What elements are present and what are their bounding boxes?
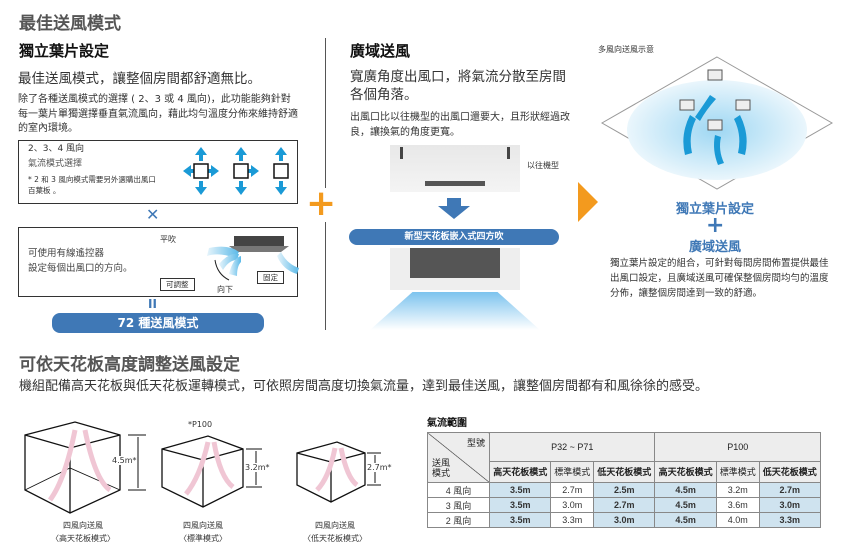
cell: 3.3m — [550, 512, 595, 528]
multi-direction-room-illustration — [600, 56, 834, 190]
page-title: 最佳送風模式 — [19, 14, 121, 34]
group-header: P100 — [654, 432, 821, 462]
pattern-note: * 2 和 3 風向模式需要另外選購出風口百葉板 。 — [28, 175, 156, 195]
cell: 4.5m — [654, 497, 717, 513]
old-model-label: 以往機型 — [527, 161, 559, 170]
multiply-icon: ✕ — [146, 205, 160, 224]
72-modes-banner: 72 種送風模式 — [52, 313, 264, 333]
combo-feature-1: 獨立葉片設定 — [675, 202, 754, 217]
cassette-unit-illustration — [207, 236, 299, 281]
cube-high-ceiling: 4.5m* 四風向送風 〈高天花板模式〉 — [20, 420, 160, 545]
illustration-caption: 多風向送風示意 — [598, 45, 654, 54]
p100-note: *P100 — [188, 420, 213, 429]
new-model-photo — [370, 248, 540, 330]
cube-label-2: 〈低天花板模式〉 — [303, 534, 367, 543]
cell: 3.3m — [758, 512, 822, 528]
table-row: 4 風向 3.5m 2.7m 2.5m 4.5m 3.2m 2.7m — [427, 482, 822, 498]
cell: 3.0m — [593, 512, 656, 528]
remote-text-2: 設定每個出風口的方向。 — [28, 263, 133, 274]
cell: 3.0m — [758, 497, 822, 513]
airflow-range-table: 型號 送風模式 P32 ~ P71 P100 高天花板模式 標準模式 低天花板模… — [427, 432, 822, 528]
wide-lead: 寬廣角度出風口，將氣流分散至房間各個角落。 — [350, 69, 566, 103]
section-heading-wide: 廣域送風 — [350, 42, 411, 60]
old-model-photo — [390, 145, 520, 192]
cell: 4.0m — [715, 512, 760, 528]
cube-label-2: 〈高天花板模式〉 — [51, 534, 115, 543]
cell: 3.0m — [550, 497, 595, 513]
corner-model-label: 型號 — [466, 438, 485, 448]
mode-header: 高天花板模式 — [488, 460, 552, 484]
mode-header: 低天花板模式 — [593, 460, 656, 484]
mode-header: 標準模式 — [715, 460, 760, 484]
cube-label-1: 四風向送風 — [63, 521, 103, 530]
corner-mode-label: 送風模式 — [432, 458, 451, 478]
airflow-direction-icons — [183, 147, 289, 195]
new-model-banner: 新型天花板嵌入式四方吹 — [349, 229, 559, 245]
ceiling-lead: 機組配備高天花板與低天花板運轉模式，可依照房間高度切換氣流量，達到最佳送風，讓整… — [19, 379, 709, 394]
mode-header: 低天花板模式 — [758, 460, 822, 484]
pattern-line2: 氣流模式選擇 — [28, 159, 83, 169]
flat-label: 平吹 — [160, 235, 176, 244]
cell: 3.2m — [715, 482, 760, 498]
cell: 2.7m — [593, 497, 656, 513]
divider — [325, 222, 326, 330]
airflow-pattern-box: 2、3、4 風向 氣流模式選擇 * 2 和 3 風向模式需要另外選購出風口百葉板… — [18, 140, 298, 204]
combo-feature-2: 廣域送風 — [688, 240, 741, 255]
cube-label-2: 〈標準模式〉 — [179, 534, 227, 543]
mode-header: 高天花板模式 — [654, 460, 717, 484]
cube-standard: 3.2m* 四風向送風 〈標準模式〉 — [158, 432, 288, 545]
table-title: 氣流範圍 — [427, 418, 467, 429]
table-row: 2 風向 3.5m 3.3m 3.0m 4.5m 4.0m 3.3m — [427, 512, 822, 528]
pattern-line1: 2、3、4 風向 — [28, 144, 85, 154]
down-label: 向下 — [217, 285, 233, 294]
cell: 3.5m — [488, 482, 552, 498]
blades-body: 除了各種送風模式的選擇 ( 2、3 或 4 風向)，此功能能夠針對每一葉片單獨選… — [18, 94, 298, 134]
adjustable-label: 可調整 — [160, 278, 195, 291]
section-heading-blades: 獨立葉片設定 — [19, 42, 110, 60]
height-label: 4.5m* — [112, 456, 137, 465]
blades-lead: 最佳送風模式，讓整個房間都舒適無比。 — [18, 71, 261, 87]
group-header: P32 ~ P71 — [488, 432, 656, 462]
fixed-label: 固定 — [257, 271, 284, 284]
cell: 3.5m — [488, 512, 552, 528]
row-label: 3 風向 — [427, 497, 490, 513]
table-row: 3 風向 3.5m 3.0m 2.7m 4.5m 3.6m 3.0m — [427, 497, 822, 513]
remote-control-box: 可使用有線遙控器 設定每個出風口的方向。 平吹 可調整 向下 固定 — [18, 227, 299, 297]
down-arrow-icon — [438, 198, 470, 219]
cell: 4.5m — [654, 482, 717, 498]
height-label: 3.2m* — [245, 463, 270, 472]
combo-body: 獨立葉片設定的組合，可針對每間房間佈置提供最佳出風口設定，且廣域送風可確保整個房… — [610, 258, 829, 299]
cell: 2.5m — [593, 482, 656, 498]
wide-body: 出風口比以往機型的出風口還要大，且形狀經過改良，讓換氣的角度更寬。 — [350, 112, 570, 138]
cell: 2.7m — [758, 482, 822, 498]
combo-plus-icon: + — [706, 213, 725, 238]
right-arrow-icon — [578, 182, 598, 222]
row-label: 2 風向 — [427, 512, 490, 528]
cube-label-1: 四風向送風 — [183, 521, 223, 530]
section-heading-ceiling: 可依天花板高度調整送風設定 — [19, 355, 240, 375]
cell: 4.5m — [654, 512, 717, 528]
cube-low-ceiling: 2.7m* 四風向送風 〈低天花板模式〉 — [295, 440, 425, 545]
cell: 2.7m — [550, 482, 595, 498]
remote-text-1: 可使用有線遙控器 — [28, 248, 105, 259]
cell: 3.5m — [488, 497, 552, 513]
height-label: 2.7m* — [367, 463, 392, 472]
divider — [325, 38, 326, 188]
plus-icon: + — [306, 183, 337, 224]
row-label: 4 風向 — [427, 482, 490, 498]
mode-header: 標準模式 — [550, 460, 595, 484]
cube-label-1: 四風向送風 — [315, 521, 355, 530]
cell: 3.6m — [715, 497, 760, 513]
equals-icon: II — [148, 297, 157, 311]
